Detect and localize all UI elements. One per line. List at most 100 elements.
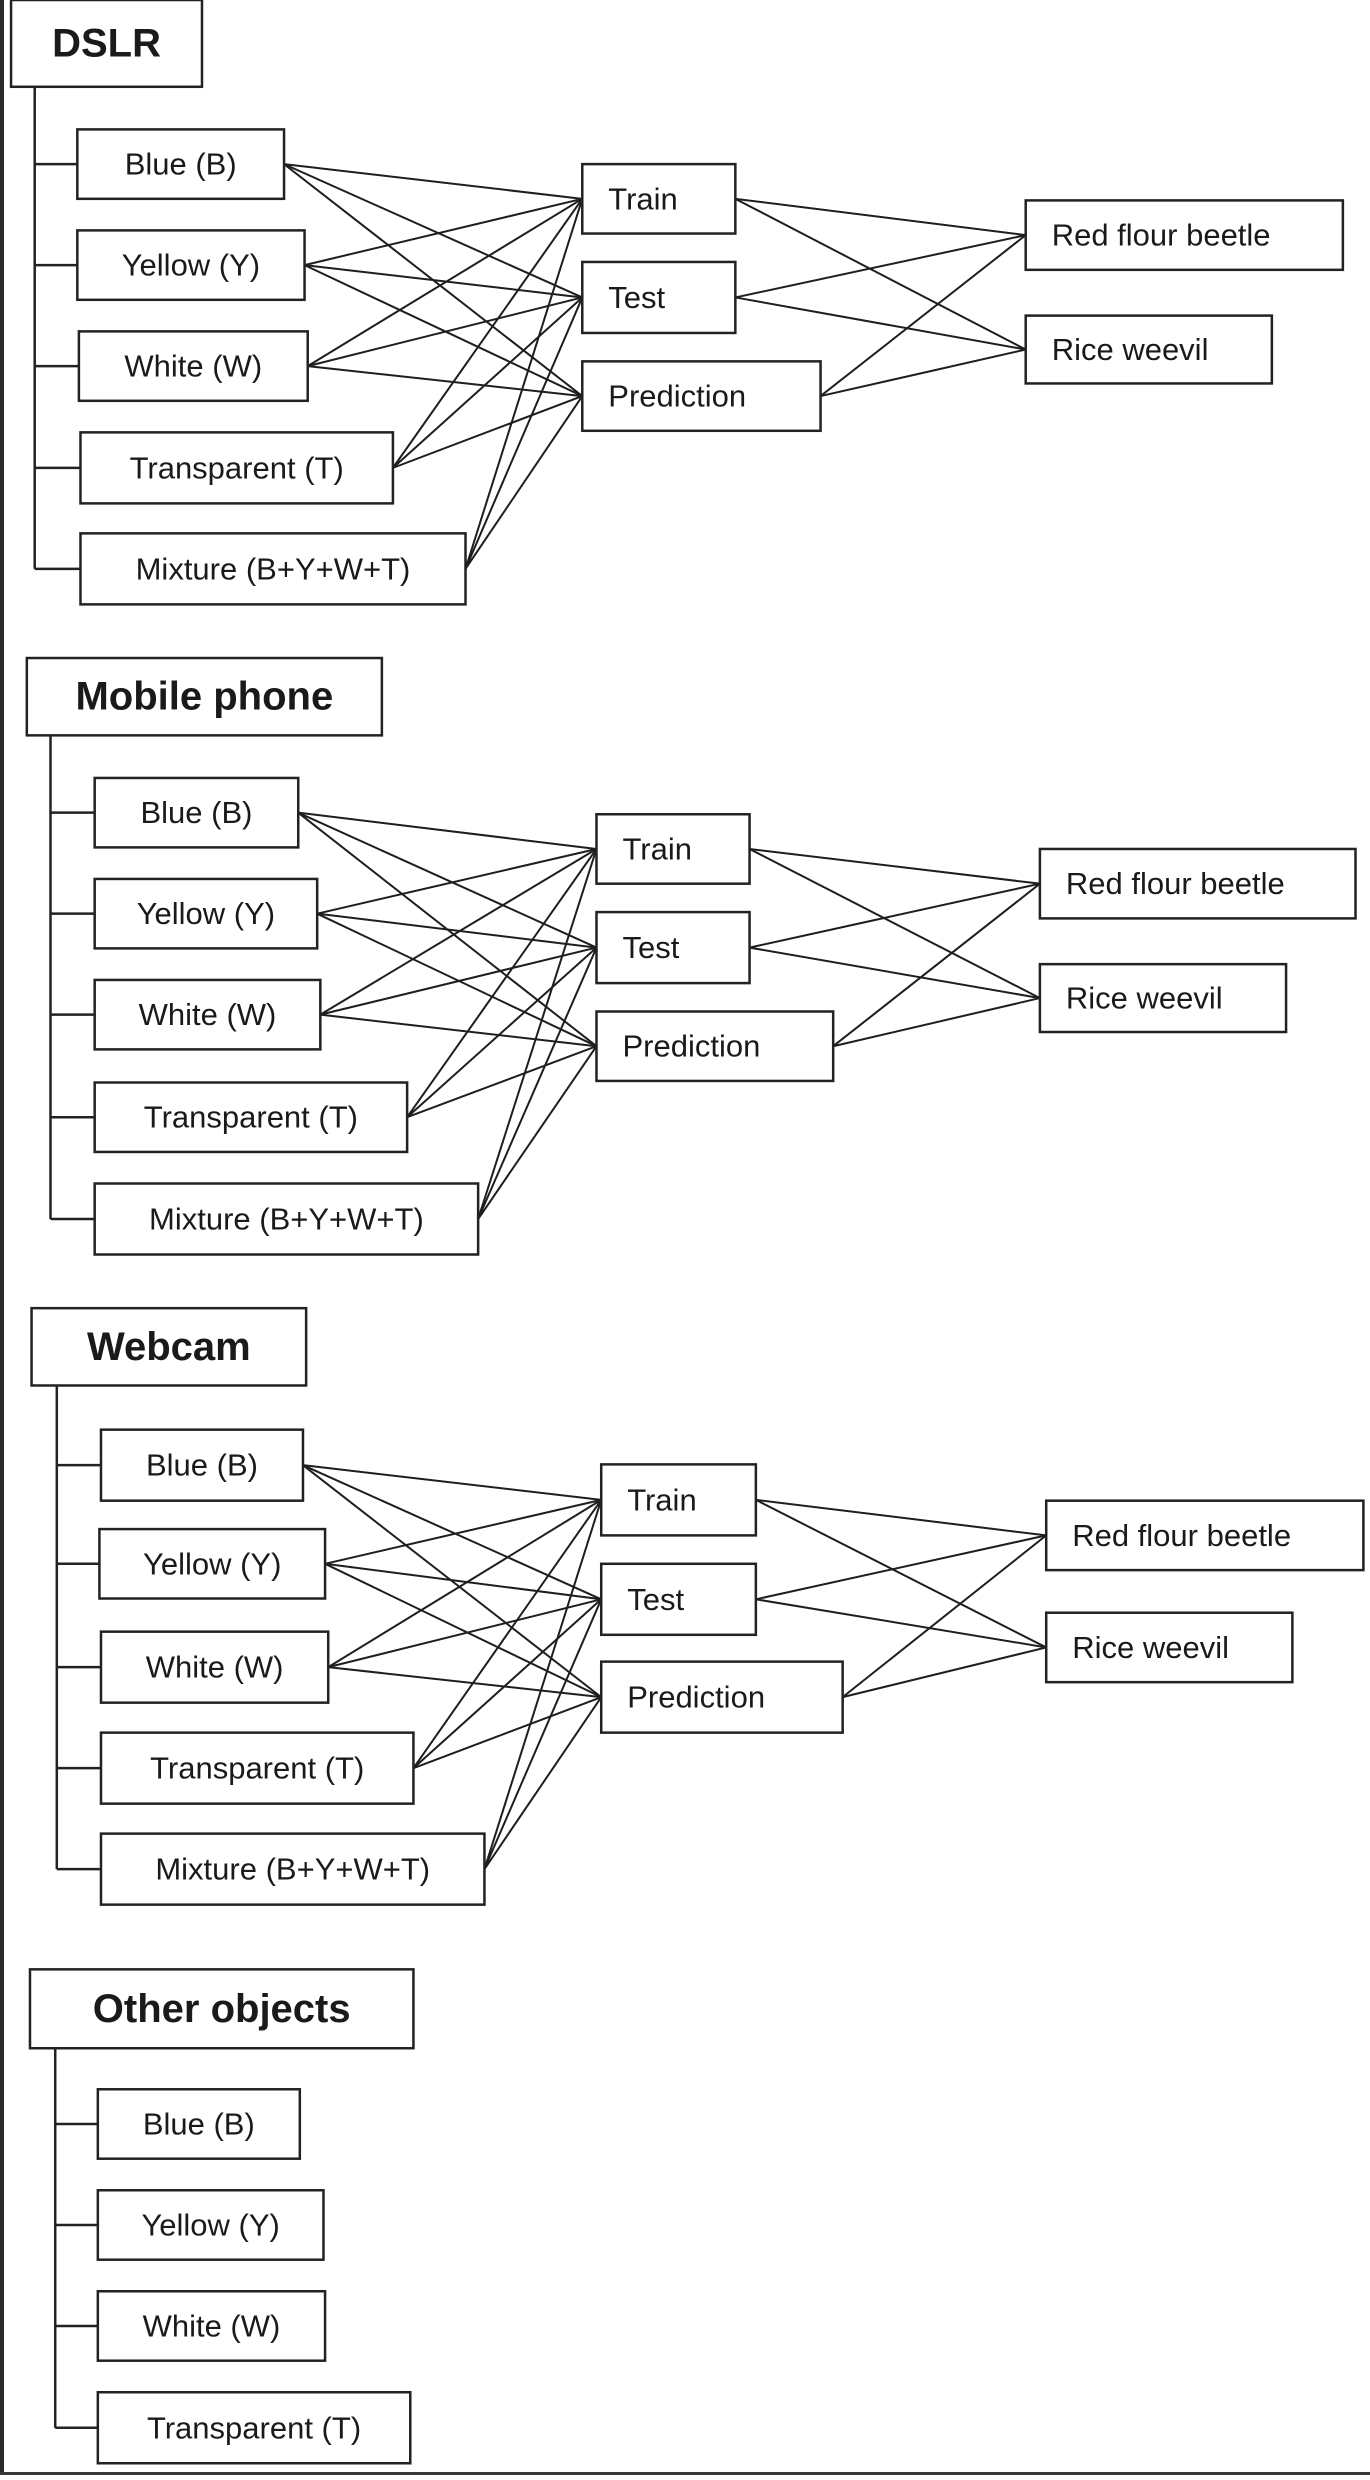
edge-yellow-y-to-test [324, 1562, 602, 1601]
output-node-rice-weevil-label: Rice weevil [1072, 1630, 1229, 1665]
edge-transparent-t-to-train [392, 198, 584, 469]
edge-blue-b-to-prediction [302, 1464, 602, 1698]
edge-blue-b-to-prediction [297, 811, 598, 1048]
input-node-yellow-y-label: Yellow (Y) [141, 2207, 279, 2242]
stage-node-prediction-label: Prediction [622, 1029, 760, 1064]
input-node-blue-b-frame [96, 2088, 302, 2160]
edge-train-to-rice-weevil [734, 197, 1027, 351]
stage-node-train: Train [581, 162, 737, 235]
input-node-yellow-y: Yellow (Y) [98, 1527, 327, 1600]
section-header-mobile-phone-frame [25, 656, 384, 737]
stage-node-test-label: Test [622, 930, 679, 965]
edge-yellow-y-to-train [304, 197, 583, 267]
edge-train-to-rice-weevil [749, 848, 1041, 999]
input-node-transparent-t-label: Transparent (T) [144, 1100, 358, 1135]
edge-white-w-to-prediction [307, 365, 583, 398]
input-node-yellow-y-frame [76, 229, 306, 302]
output-node-rice-weevil: Rice weevil [1044, 1611, 1294, 1684]
edge-yellow-y-to-prediction [304, 264, 583, 397]
input-node-transparent-t-label: Transparent (T) [150, 1751, 364, 1786]
input-node-transparent-t: Transparent (T) [99, 1731, 415, 1805]
input-node-blue-b-frame [93, 776, 300, 849]
output-node-rice-weevil-frame [1044, 1611, 1294, 1684]
section-header-other-objects-label: Other objects [93, 1987, 351, 2031]
section-header-mobile-phone-label: Mobile phone [75, 675, 333, 719]
stage-node-train-label: Train [622, 831, 691, 866]
input-node-blue-b: Blue (B) [96, 2088, 302, 2160]
stage-node-train: Train [595, 812, 751, 885]
edge-mixture-b-y-w-t-to-test [483, 1598, 603, 1870]
stage-node-test-label: Test [608, 280, 665, 315]
input-node-mixture-b-y-w-t-label: Mixture (B+Y+W+T) [136, 551, 411, 586]
stage-node-prediction: Prediction [599, 1660, 844, 1734]
edge-test-to-rice-weevil [749, 946, 1041, 1000]
output-node-red-flour-beetle: Red flour beetle [1024, 199, 1345, 272]
stage-node-train-frame [595, 812, 751, 885]
input-node-mixture-b-y-w-t-frame [79, 532, 467, 606]
input-node-yellow-y-label: Yellow (Y) [122, 248, 260, 283]
input-node-blue-b-label: Blue (B) [143, 2106, 255, 2141]
edge-transparent-t-to-prediction [392, 395, 583, 469]
section-header-other-objects-frame [28, 1968, 415, 2050]
input-node-yellow-y-frame [96, 2189, 325, 2261]
stage-node-train: Train [599, 1463, 758, 1537]
stage-node-prediction: Prediction [581, 360, 822, 433]
output-node-rice-weevil-frame [1038, 962, 1288, 1034]
input-node-blue-b: Blue (B) [93, 776, 300, 849]
input-node-blue-b: Blue (B) [99, 1428, 305, 1502]
input-node-transparent-t-frame [99, 1731, 415, 1805]
edge-prediction-to-red-flour-beetle [819, 234, 1027, 397]
connector-layer [283, 163, 1047, 1870]
stage-node-test: Test [595, 910, 751, 985]
input-node-blue-b: Blue (B) [76, 128, 286, 201]
input-node-white-w-frame [77, 330, 309, 403]
input-node-white-w: White (W) [77, 330, 309, 403]
edge-yellow-y-to-train [324, 1498, 602, 1565]
stage-node-train-label: Train [627, 1482, 696, 1517]
node-layer: DSLR Blue (B) Yellow (Y) White (W) Transpare… [9, 0, 1365, 2465]
edge-blue-b-to-train [283, 163, 583, 200]
edge-mixture-b-y-w-t-to-prediction [464, 395, 584, 570]
stage-node-prediction-frame [595, 1010, 835, 1083]
input-node-white-w-frame [99, 1630, 330, 1704]
edge-blue-b-to-test [297, 811, 597, 949]
input-node-yellow-y: Yellow (Y) [76, 229, 306, 302]
input-node-white-w-label: White (W) [146, 1650, 284, 1685]
edge-blue-b-to-test [302, 1464, 602, 1601]
edge-test-to-rice-weevil [755, 1598, 1047, 1649]
input-node-yellow-y: Yellow (Y) [96, 2189, 325, 2261]
output-node-red-flour-beetle-frame [1038, 847, 1357, 920]
output-node-red-flour-beetle-frame [1024, 199, 1345, 272]
section-header-dslr-label: DSLR [52, 21, 161, 65]
stage-node-test-frame [595, 910, 751, 985]
stage-node-train-frame [581, 162, 737, 235]
input-node-blue-b-label: Blue (B) [125, 147, 237, 182]
input-node-white-w-frame [96, 2290, 327, 2362]
stage-node-test-frame [581, 260, 737, 335]
edge-yellow-y-to-test [317, 912, 597, 949]
input-node-transparent-t-frame [93, 1081, 409, 1154]
edge-prediction-to-red-flour-beetle [842, 1534, 1047, 1698]
input-node-yellow-y-frame [98, 1527, 327, 1600]
edge-mixture-b-y-w-t-to-prediction [477, 1045, 598, 1220]
stage-node-prediction-frame [599, 1660, 844, 1734]
edge-yellow-y-to-prediction [324, 1562, 602, 1699]
input-node-transparent-t-label: Transparent (T) [147, 2410, 361, 2445]
edge-test-to-rice-weevil [735, 296, 1026, 351]
edge-train-to-rice-weevil [755, 1498, 1047, 1649]
edge-transparent-t-to-test [406, 946, 598, 1118]
edge-test-to-red-flour-beetle [735, 234, 1026, 299]
stage-node-test-frame [599, 1562, 758, 1637]
bottom-border [0, 2472, 1370, 2475]
stage-node-prediction: Prediction [595, 1010, 835, 1083]
output-node-rice-weevil: Rice weevil [1024, 314, 1274, 385]
edge-mixture-b-y-w-t-to-test [477, 947, 598, 1220]
edge-mixture-b-y-w-t-to-prediction [483, 1696, 603, 1870]
edge-white-w-to-train [327, 1499, 602, 1669]
edge-train-to-red-flour-beetle [755, 1498, 1047, 1537]
input-node-mixture-b-y-w-t-frame [93, 1182, 480, 1256]
edge-white-w-to-test [327, 1598, 602, 1669]
output-node-rice-weevil-label: Rice weevil [1052, 332, 1209, 367]
